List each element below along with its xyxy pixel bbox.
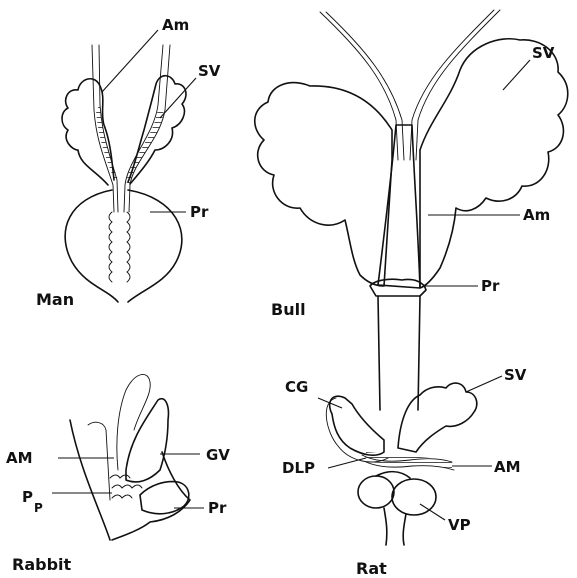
- rabbit-label-pr: Pr: [208, 499, 227, 517]
- rat-label-am: AM: [494, 458, 521, 476]
- rabbit-vesicular-gland: [126, 399, 168, 482]
- man-label-am: Am: [162, 16, 189, 34]
- man-prostate: [65, 190, 182, 302]
- rat-label-dlp: DLP: [282, 459, 315, 477]
- bull-label-pr: Pr: [481, 277, 500, 295]
- man-label-sv: SV: [198, 62, 221, 80]
- man-urethra-right: [127, 212, 130, 282]
- rat-dlp-leader: [328, 458, 366, 468]
- rat-label-vp: VP: [448, 516, 471, 534]
- bull-duct-right: [410, 10, 500, 160]
- bull-urethra: [378, 296, 420, 410]
- rabbit-label-am: AM: [6, 449, 33, 467]
- bull-seminal-vesicle-right: [420, 39, 568, 288]
- man-label-pr: Pr: [190, 203, 209, 221]
- bull-panel-name: Bull: [271, 300, 306, 319]
- man-panel-name: Man: [36, 290, 74, 309]
- rat-label-sv: SV: [504, 366, 527, 384]
- rat-ventral-prostate-left: [358, 476, 394, 508]
- rat-urethra: [384, 508, 406, 545]
- bull-label-am: Am: [523, 206, 550, 224]
- man-urethra: [109, 212, 112, 282]
- rabbit-label-pp: P: [22, 488, 33, 506]
- rabbit-label-gv: GV: [206, 446, 230, 464]
- rat-label-cg: CG: [285, 378, 308, 396]
- rabbit-label-pp-sub: P: [34, 501, 43, 515]
- rat-seminal-vesicle: [398, 383, 477, 452]
- bull-label-sv: SV: [532, 44, 555, 62]
- bull-sv-leader: [503, 60, 530, 90]
- panel-rabbit: AM GV P P Pr Rabbit: [6, 374, 230, 574]
- bull-seminal-vesicle-left: [255, 83, 392, 286]
- panel-man: Am SV Pr Man: [36, 16, 221, 309]
- panel-rat: CG SV DLP AM VP Rat: [282, 366, 527, 578]
- rabbit-duct-left: [88, 422, 110, 500]
- man-seminal-vesicle-left: [62, 79, 114, 185]
- man-ampulla-right: [124, 45, 170, 212]
- man-am-leader: [102, 30, 158, 92]
- rat-sv-leader: [466, 376, 502, 392]
- rabbit-duct-curve: [117, 374, 150, 470]
- rabbit-outline: [70, 420, 190, 540]
- bull-ampulla: [378, 125, 420, 288]
- rabbit-panel-name: Rabbit: [12, 555, 72, 574]
- rat-panel-name: Rat: [356, 559, 387, 578]
- panel-bull: SV Am Pr Bull: [255, 10, 568, 410]
